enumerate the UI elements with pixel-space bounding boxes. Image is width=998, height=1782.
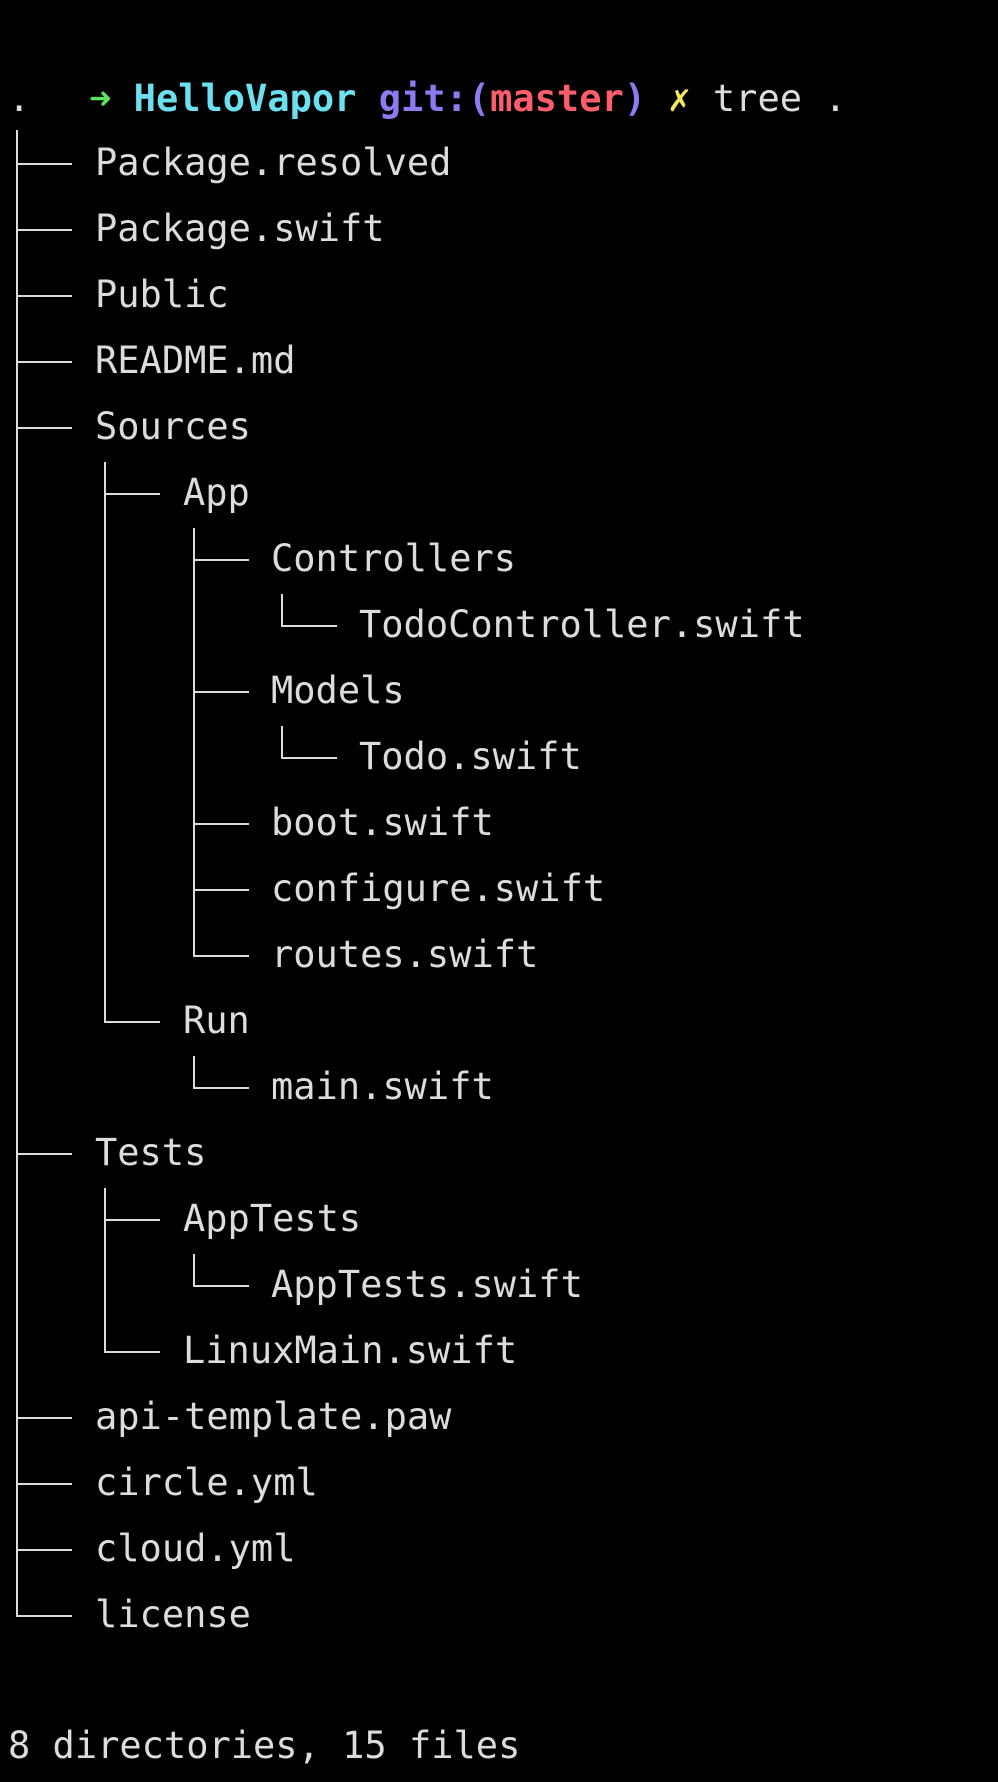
tree-connector-vertical	[281, 594, 283, 626]
tree-connector-horizontal	[193, 691, 249, 693]
tree-connector-horizontal	[16, 427, 72, 429]
git-prefix: git:(	[378, 77, 491, 120]
tree-entry-file: main.swift	[271, 1065, 494, 1108]
tree-connector-horizontal	[16, 1483, 72, 1485]
tree-connector-vertical	[193, 1056, 195, 1088]
tree-connector-horizontal	[193, 1285, 249, 1287]
tree-connector-horizontal	[16, 163, 72, 165]
tree-entry-directory: Run	[183, 999, 250, 1042]
tree-connector-vertical	[193, 1254, 195, 1286]
git-dirty-icon: ✗	[668, 77, 691, 120]
tree-entry-file: circle.yml	[95, 1461, 318, 1504]
tree-entry-file: Package.resolved	[95, 141, 452, 184]
tree-connector-horizontal	[16, 1153, 72, 1155]
tree-entry-directory: Public	[95, 273, 229, 316]
tree-entry-file: configure.swift	[271, 867, 606, 910]
tree-entry-file: cloud.yml	[95, 1527, 296, 1570]
tree-entry-file: license	[95, 1593, 251, 1636]
tree-entry-file: Todo.swift	[359, 735, 582, 778]
tree-connector-vertical	[281, 726, 283, 758]
tree-connector-vertical	[104, 1188, 106, 1352]
tree-entry-directory: AppTests	[183, 1197, 362, 1240]
tree-entry-directory: Models	[271, 669, 405, 712]
tree-connector-horizontal	[16, 1417, 72, 1419]
tree-connector-horizontal	[16, 295, 72, 297]
tree-summary: 8 directories, 15 files	[8, 1724, 521, 1767]
tree-connector-vertical	[104, 462, 106, 1022]
tree-entry-file: LinuxMain.swift	[183, 1329, 518, 1372]
git-suffix: )	[623, 77, 647, 120]
tree-entry-file: Package.swift	[95, 207, 385, 250]
tree-connector-horizontal	[281, 757, 337, 759]
tree-connector-horizontal	[193, 823, 249, 825]
tree-entry-file: boot.swift	[271, 801, 494, 844]
tree-connector-horizontal	[16, 1549, 72, 1551]
tree-entry-directory: Tests	[95, 1131, 207, 1174]
tree-connector-vertical	[193, 528, 195, 956]
tree-connector-vertical	[16, 130, 18, 1616]
tree-connector-horizontal	[193, 1087, 249, 1089]
tree-entry-file: routes.swift	[271, 933, 539, 976]
prompt-arrow-icon: ➜	[89, 77, 112, 120]
git-branch: master	[490, 77, 624, 120]
tree-connector-horizontal	[16, 229, 72, 231]
tree-connector-horizontal	[193, 955, 249, 957]
tree-entry-directory: Controllers	[271, 537, 517, 580]
tree-connector-horizontal	[104, 493, 160, 495]
tree-connector-horizontal	[193, 559, 249, 561]
tree-connector-horizontal	[193, 889, 249, 891]
tree-connector-horizontal	[104, 1219, 160, 1221]
command-text: tree .	[712, 77, 847, 120]
tree-connector-horizontal	[16, 361, 72, 363]
tree-connector-horizontal	[281, 625, 337, 627]
shell-prompt: ➜ HelloVapor git:(master) ✗ tree .	[0, 0, 998, 120]
tree-root: .	[8, 77, 31, 120]
tree-connector-horizontal	[104, 1351, 160, 1353]
tree-entry-file: README.md	[95, 339, 296, 382]
tree-connector-horizontal	[104, 1021, 160, 1023]
tree-entry-directory: App	[183, 471, 250, 514]
tree-entry-directory: Sources	[95, 405, 251, 448]
tree-entry-file: TodoController.swift	[359, 603, 805, 646]
current-directory: HelloVapor	[133, 77, 357, 120]
tree-connector-horizontal	[16, 1615, 72, 1617]
tree-entry-file: AppTests.swift	[271, 1263, 583, 1306]
tree-entry-file: api-template.paw	[95, 1395, 452, 1438]
